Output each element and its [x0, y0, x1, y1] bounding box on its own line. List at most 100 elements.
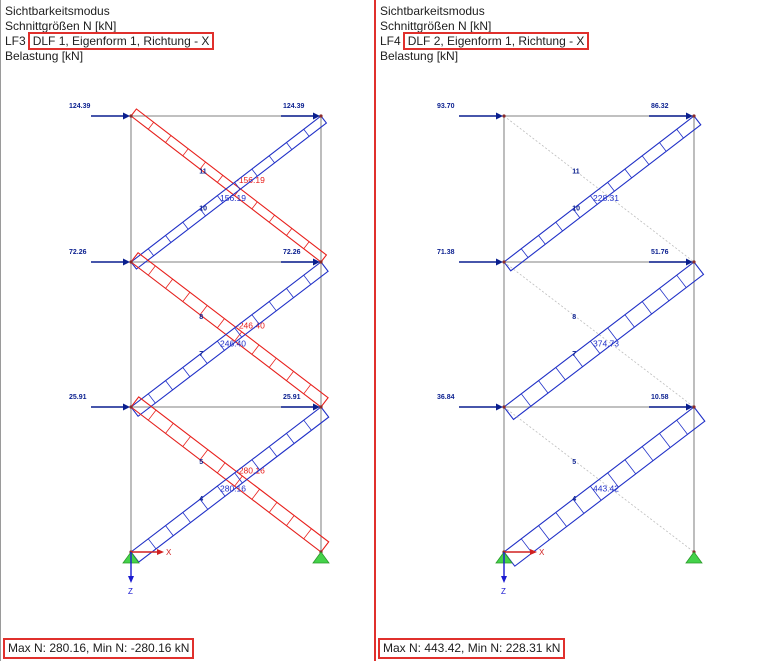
load-value-left: 93.70: [437, 103, 455, 110]
load-case-description: DLF 1, Eigenform 1, Richtung - X: [27, 32, 215, 50]
frame-node: [319, 260, 323, 264]
force-hatch-member-7: [286, 288, 294, 298]
load-value-left: 71.38: [437, 249, 455, 256]
force-hatch-member-8: [234, 331, 243, 342]
force-hatch-member-7: [251, 314, 260, 325]
force-hatch-member-7: [659, 288, 670, 302]
force-value-member-10: 156.19: [220, 193, 246, 203]
force-hatch-member-10: [590, 195, 598, 205]
max-min-summary: Max N: 280.16, Min N: -280.16 kN: [3, 638, 195, 659]
force-hatch-member-8: [199, 305, 208, 315]
load-arrowhead-left: [496, 112, 503, 120]
force-value-member-11: -156.19: [236, 175, 265, 185]
force-hatch-member-10: [147, 248, 154, 256]
force-hatch-member-10: [251, 168, 258, 177]
force-hatch-member-4: [199, 499, 209, 510]
force-hatch-member-10: [165, 235, 172, 243]
frame-node: [692, 405, 696, 409]
force-hatch-member-10: [303, 129, 310, 137]
member-number-11: 11: [572, 168, 580, 175]
panel-divider: [374, 0, 377, 661]
frame-node: [129, 405, 133, 409]
force-hatch-member-7: [641, 301, 652, 315]
structure-diagram-lf3[interactable]: -156.1911156.1910-246.408246.407-280.165…: [1, 0, 374, 661]
load-arrowhead-right: [686, 258, 693, 266]
load-value-right: 124.39: [283, 103, 305, 110]
force-hatch-member-4: [538, 525, 550, 541]
force-hatch-member-7: [538, 380, 549, 394]
force-hatch-member-5: [303, 528, 312, 540]
force-hatch-member-11: [165, 135, 172, 143]
force-hatch-member-7: [607, 327, 618, 341]
force-hatch-member-11: [251, 201, 258, 210]
load-value-left: 36.84: [437, 394, 455, 401]
load-case-id: LF4: [380, 34, 401, 48]
force-hatch-member-4: [624, 459, 637, 475]
force-hatch-member-4: [217, 485, 226, 497]
result-type-label: Schnittgrößen N [kN]: [380, 19, 492, 33]
force-diagram-member-7: [130, 261, 329, 418]
force-value-member-7: 374.73: [593, 339, 619, 349]
frame-node: [692, 260, 696, 264]
force-value-member-4: 443.42: [593, 484, 619, 494]
force-hatch-member-5: [286, 515, 295, 526]
frame-node: [502, 114, 506, 118]
x-axis-label: X: [539, 548, 545, 557]
load-value-left: 72.26: [69, 249, 87, 256]
force-hatch-member-11: [147, 122, 154, 130]
force-diagram-member-10: [130, 115, 328, 270]
force-hatch-member-4: [590, 485, 602, 501]
force-hatch-member-4: [607, 472, 619, 488]
load-value-right: 10.58: [651, 394, 669, 401]
force-hatch-member-7: [572, 354, 583, 367]
force-hatch-member-8: [251, 344, 260, 355]
force-hatch-member-5: [165, 423, 174, 434]
force-hatch-member-7: [590, 340, 601, 354]
load-value-right: 86.32: [651, 103, 669, 110]
force-diagram-member-7: [503, 261, 705, 421]
load-unit-label: Belastung [kN]: [380, 49, 459, 63]
z-axis-arrowhead: [501, 576, 507, 583]
force-hatch-member-10: [676, 129, 684, 139]
member-number-7: 7: [199, 351, 203, 358]
force-hatch-member-11: [286, 228, 293, 236]
load-arrowhead-left: [496, 258, 503, 266]
force-hatch-member-10: [607, 182, 615, 192]
force-hatch-member-4: [251, 459, 260, 471]
force-hatch-member-5: [251, 488, 260, 500]
force-hatch-member-4: [572, 499, 585, 514]
force-hatch-member-4: [182, 512, 191, 523]
force-hatch-member-7: [199, 354, 208, 364]
force-hatch-member-4: [555, 512, 567, 527]
force-hatch-member-4: [286, 433, 295, 444]
force-hatch-member-10: [286, 142, 293, 150]
force-hatch-member-10: [538, 235, 546, 245]
force-hatch-member-4: [268, 446, 278, 457]
force-hatch-member-4: [165, 525, 174, 536]
force-hatch-member-5: [182, 436, 191, 447]
force-hatch-member-11: [199, 161, 206, 170]
member-number-5: 5: [572, 459, 576, 466]
x-axis-arrowhead: [157, 549, 164, 555]
force-hatch-member-10: [199, 208, 206, 217]
member-number-10: 10: [572, 206, 580, 213]
force-hatch-member-7: [217, 340, 225, 351]
force-hatch-member-4: [659, 433, 671, 448]
support-icon: [685, 551, 703, 564]
force-hatch-member-8: [165, 278, 173, 289]
panel-header: Sichtbarkeitsmodus Schnittgrößen N [kN] …: [5, 4, 215, 64]
force-hatch-member-10: [572, 208, 581, 218]
load-value-right: 72.26: [283, 249, 301, 256]
force-hatch-member-4: [303, 419, 312, 431]
load-arrowhead-left: [496, 403, 503, 411]
force-diagram-member-11: [130, 108, 328, 263]
force-hatch-member-5: [199, 449, 209, 460]
visibility-mode-label: Sichtbarkeitsmodus: [5, 4, 110, 18]
force-diagram-member-10: [503, 115, 702, 272]
z-axis-arrowhead: [128, 576, 134, 583]
panel-lf4: Sichtbarkeitsmodus Schnittgrößen N [kN] …: [376, 0, 760, 661]
force-hatch-member-11: [182, 148, 189, 157]
force-hatch-member-10: [217, 195, 224, 203]
support-icon: [312, 551, 330, 564]
